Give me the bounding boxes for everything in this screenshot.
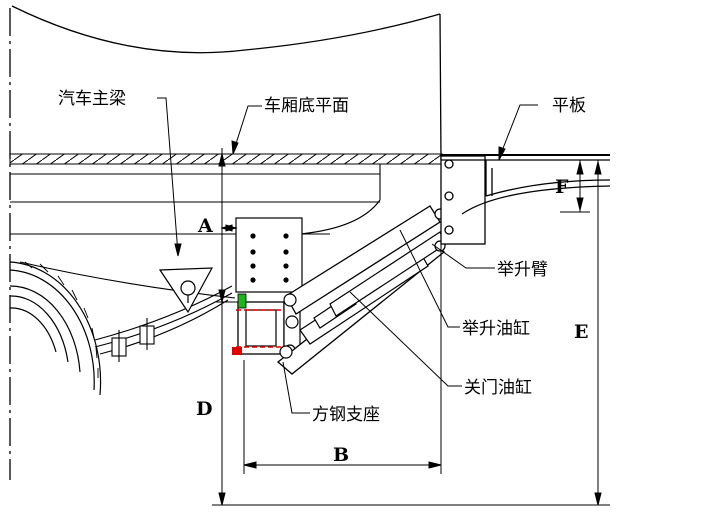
label-close-cylinder: 关门油缸 <box>464 377 532 398</box>
leaf-spring <box>94 285 233 362</box>
main-beam-bracket <box>158 267 214 314</box>
dim-label-a: A <box>197 215 213 237</box>
dimension-labels: A B D E F <box>196 176 588 466</box>
label-floor-plane: 车厢底平面 <box>264 96 349 116</box>
label-tailboard: 平板 <box>552 96 586 116</box>
label-main-beam: 汽车主梁 <box>58 89 126 109</box>
cargo-floor <box>9 153 443 165</box>
label-lift-cylinder: 举升油缸 <box>462 318 530 339</box>
label-square-steel-mount: 方钢支座 <box>312 405 380 425</box>
mounting-plate <box>235 217 303 293</box>
dim-label-d: D <box>196 398 212 420</box>
truck-body-outline <box>9 5 442 480</box>
chassis-rails <box>10 164 381 299</box>
dim-label-f: F <box>555 176 569 198</box>
tailboard <box>440 154 611 245</box>
label-lift-arm: 举升臂 <box>497 260 548 280</box>
dimension-lines <box>212 148 610 506</box>
callout-labels: 汽车主梁 车厢底平面 平板 举升臂 举升油缸 关门油缸 方钢支座 <box>58 89 586 425</box>
leader-lines <box>157 97 538 414</box>
dim-label-e: E <box>574 321 588 343</box>
dim-label-b: B <box>333 444 349 466</box>
rear-wheel <box>9 261 102 396</box>
